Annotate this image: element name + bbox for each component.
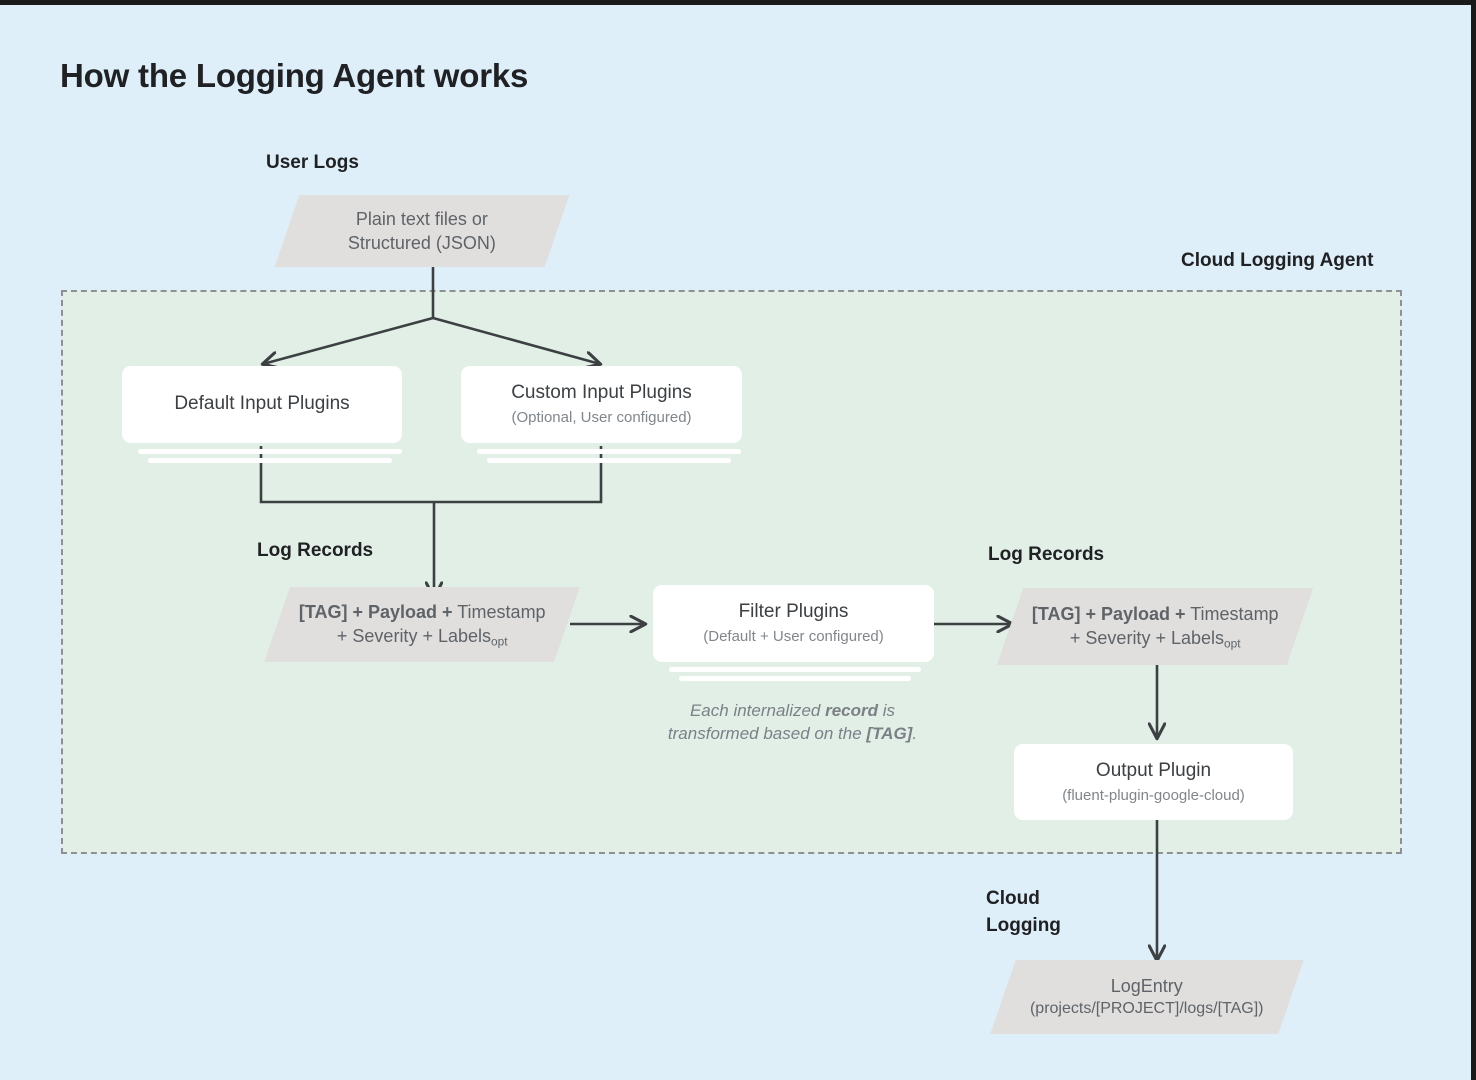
output-plugin-title: Output Plugin [1095, 759, 1212, 781]
group-label-user-logs: User Logs [266, 152, 359, 173]
group-label-log-records-right: Log Records [988, 544, 1105, 565]
card-default-input-plugins[interactable]: Default Input Plugins [122, 366, 402, 443]
card-custom-input-plugins[interactable]: Custom Input Plugins (Optional, User con… [461, 366, 742, 443]
card-output-plugin[interactable]: Output Plugin (fluent-plugin-google-clou… [1014, 744, 1293, 820]
transform-note-bold-record: record [825, 701, 879, 720]
custom-input-plugins-title: Custom Input Plugins [511, 382, 692, 404]
page-title: How the Logging Agent works [60, 57, 529, 94]
card-filter-plugins[interactable]: Filter Plugins (Default + User configure… [653, 585, 934, 662]
transform-note-part1: Each internalized [689, 701, 826, 720]
log-entry-subtitle: (projects/[PROJECT]/logs/[TAG]) [1030, 1000, 1264, 1018]
user-logs-line1: Plain text files or [355, 208, 489, 229]
filter-plugins-title: Filter Plugins [738, 601, 849, 623]
transform-note-part2: is [878, 701, 896, 720]
filter-plugins-subtitle: (Default + User configured) [703, 628, 884, 646]
default-input-stack-strip-2 [148, 458, 392, 463]
output-plugin-subtitle: (fluent-plugin-google-cloud) [1062, 786, 1245, 804]
log-record-right-rest1: Timestamp [1185, 603, 1279, 624]
transform-note-part4: . [912, 724, 918, 744]
group-label-cloud-logging-agent: Cloud Logging Agent [1181, 250, 1374, 271]
transform-note-bold-tag: [TAG] [866, 724, 913, 744]
custom-input-plugins-subtitle: (Optional, User configured) [511, 409, 692, 427]
default-input-plugins-title: Default Input Plugins [174, 393, 350, 415]
group-label-log-records-left: Log Records [257, 540, 374, 561]
log-record-left-bold: [TAG] + Payload + [298, 601, 453, 622]
transform-note: Each internalized record is transformed … [620, 699, 965, 746]
custom-input-stack-strip-2 [487, 458, 731, 463]
node-log-entry: LogEntry (projects/[PROJECT]/logs/[TAG]) [990, 960, 1304, 1034]
node-log-record-left: [TAG] + Payload + Timestamp + Severity +… [264, 587, 580, 662]
transform-note-part3: transformed based on the [667, 724, 867, 744]
log-record-right-bold: [TAG] + Payload + [1031, 603, 1186, 624]
node-log-record-right: [TAG] + Payload + Timestamp + Severity +… [996, 588, 1314, 665]
filter-plugins-stack-strip-1 [669, 667, 921, 672]
log-record-left-subscript: opt [490, 634, 508, 649]
group-label-cloud-logging: Cloud Logging [986, 888, 1061, 936]
custom-input-stack-strip-1 [477, 449, 741, 454]
log-record-left-rest1: Timestamp [452, 601, 546, 622]
log-record-left-rest2: + Severity + Labels [336, 626, 491, 646]
user-logs-line2: Structured (JSON) [347, 233, 497, 253]
log-record-right-subscript: opt [1223, 636, 1241, 651]
filter-plugins-stack-strip-2 [679, 676, 911, 681]
node-user-logs-source: Plain text files or Structured (JSON) [274, 195, 570, 267]
log-record-right-rest2: + Severity + Labels [1069, 628, 1224, 648]
log-entry-title: LogEntry [1110, 975, 1184, 996]
default-input-stack-strip-1 [138, 449, 402, 454]
